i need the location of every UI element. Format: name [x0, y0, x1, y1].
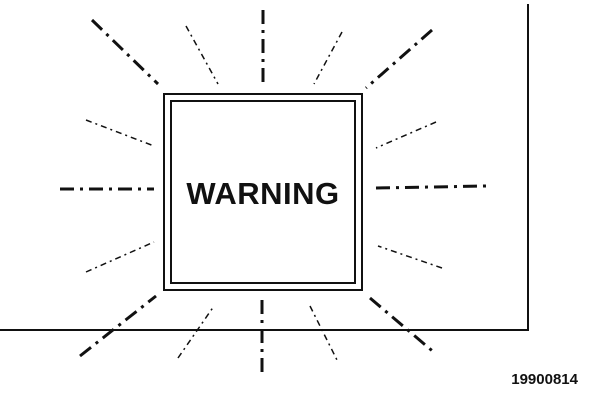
ray-upper-left — [85, 119, 155, 147]
ray-top-right-light — [313, 31, 343, 85]
wall-outline — [0, 4, 529, 331]
ray-lower-right — [377, 245, 443, 269]
ray-lower-left — [85, 241, 155, 273]
warning-panel-outer-frame — [163, 93, 363, 291]
warning-panel-inner-frame — [170, 100, 356, 284]
figure-id: 19900814 — [511, 371, 578, 388]
ray-bottom-left-heavy — [79, 294, 157, 358]
ray-upper-right — [375, 121, 437, 149]
ray-bottom-left-light — [177, 305, 215, 359]
ray-top-left-light — [185, 25, 219, 85]
ray-bottom-right-light — [309, 305, 339, 363]
radiating-rays — [60, 10, 487, 378]
ray-right — [375, 184, 487, 190]
warning-label: WARNING — [186, 176, 340, 211]
